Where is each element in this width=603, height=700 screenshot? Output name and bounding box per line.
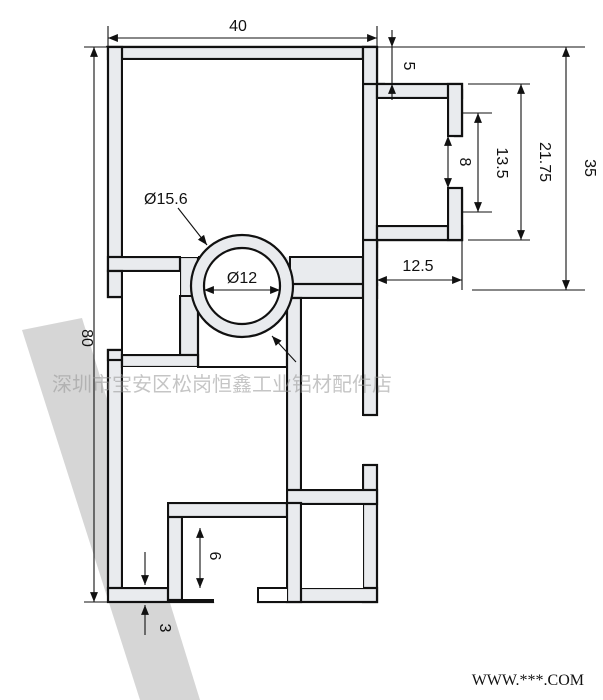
dim-21-75-label: 21.75 — [536, 142, 553, 182]
dim-8-label: 8 — [456, 158, 473, 167]
dim-3-label: 3 — [156, 624, 173, 633]
dimension-lines — [84, 26, 585, 635]
dim-circle-inner-label: Ø12 — [227, 270, 257, 287]
dim-5-label: 5 — [400, 62, 417, 71]
footer-site-text: WWW.***.COM — [472, 672, 584, 689]
dim-80-label: 80 — [78, 329, 95, 347]
dim-13-5-label: 13.5 — [493, 147, 510, 178]
dimension-labels: 40 80 35 21.75 13.5 8 5 12.5 Ø15.6 Ø12 6… — [78, 18, 598, 633]
circular-hole — [202, 246, 282, 326]
dim-40-label: 40 — [229, 18, 247, 35]
dim-6-label: 6 — [206, 552, 223, 561]
dim-circle-outer-label: Ø15.6 — [144, 191, 188, 208]
dim-12-5-label: 12.5 — [402, 258, 433, 275]
dim-35-label: 35 — [581, 159, 598, 177]
aluminum-profile — [105, 45, 464, 604]
watermark-text: 深圳市宝安区松岗恒鑫工业铝材配件店 — [52, 372, 392, 396]
